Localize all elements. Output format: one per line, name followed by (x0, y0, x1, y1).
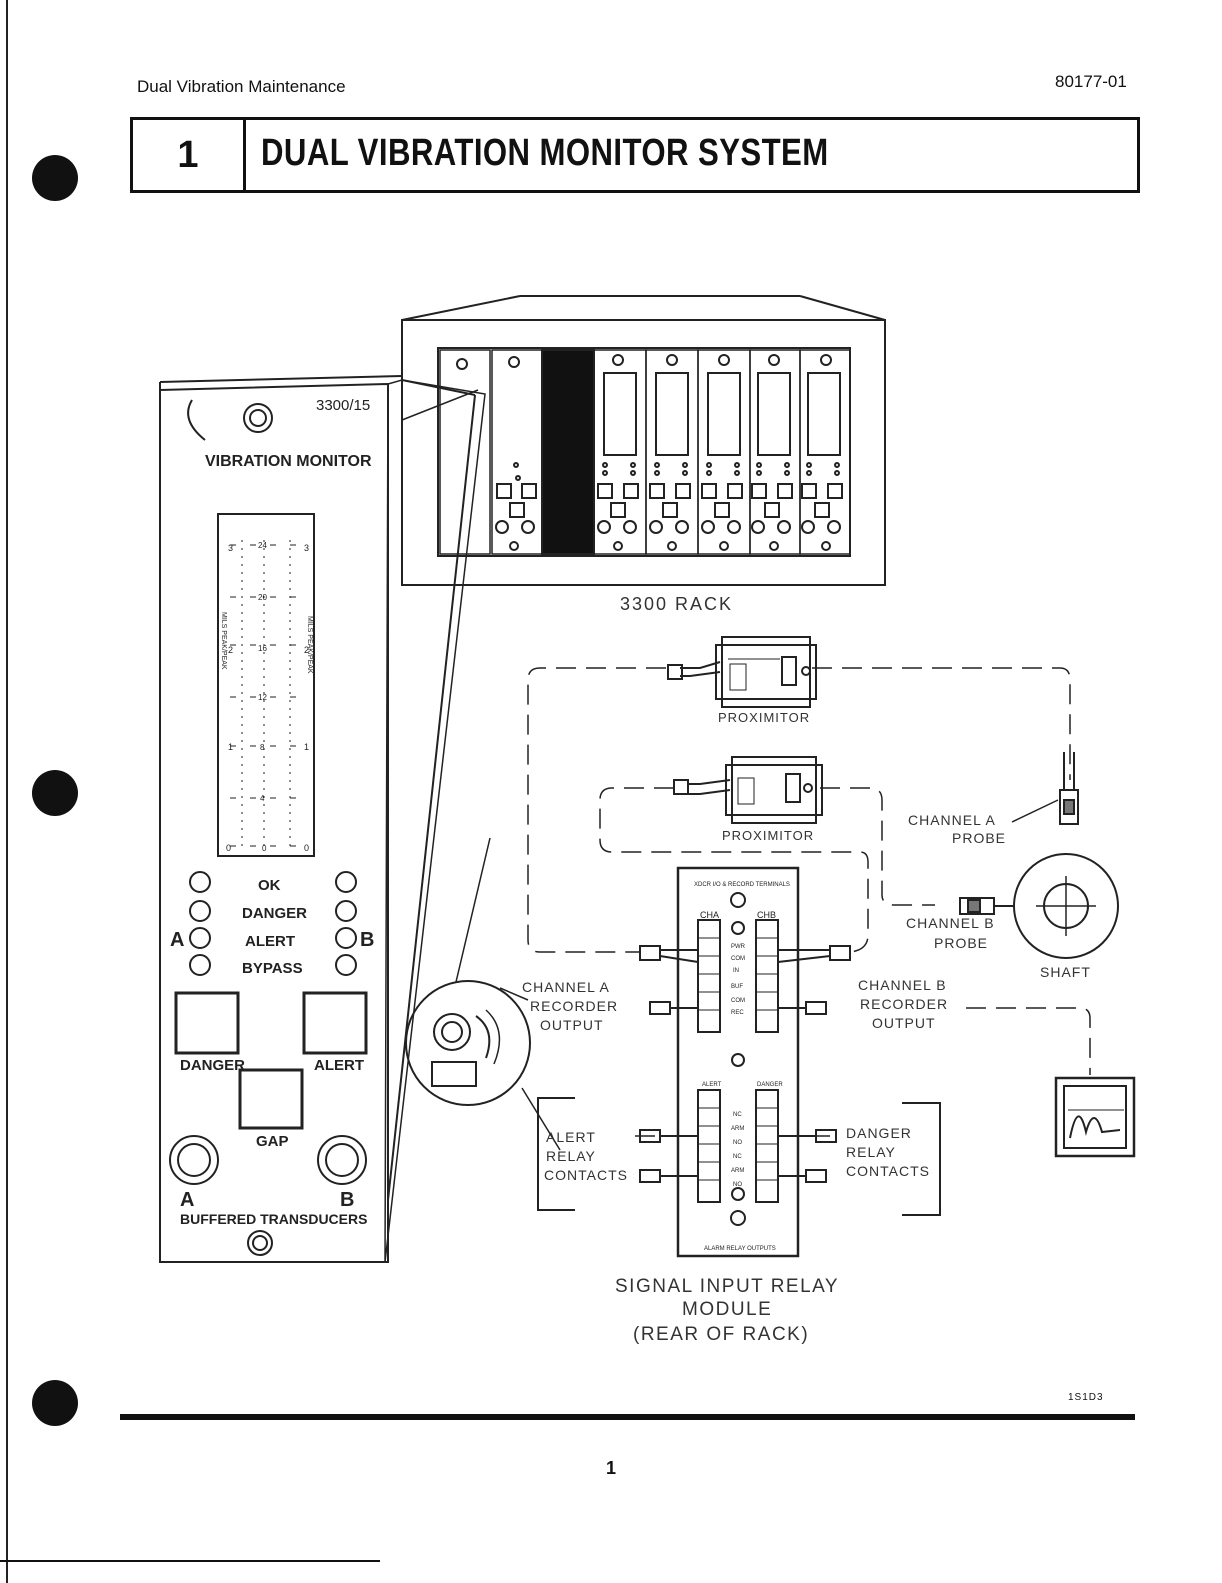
alert-button-label: ALERT (314, 1057, 364, 1074)
status-alert: ALERT (245, 933, 295, 950)
module-danger-label: DANGER (757, 1082, 783, 1088)
scale-side-left: MILS PEAK/PEAK (220, 612, 227, 670)
term-com-1: COM (731, 956, 745, 962)
recorder (1054, 1076, 1136, 1158)
module-caption-1: SIGNAL INPUT RELAY (615, 1276, 839, 1297)
channel-a-recorder-label-1: CHANNEL A (522, 979, 610, 995)
header-left: Dual Vibration Maintenance (137, 77, 346, 96)
module-caption-3: (REAR OF RACK) (633, 1324, 809, 1345)
danger-relay-label-1: DANGER (846, 1125, 912, 1141)
module-chb-label: CHB (757, 910, 776, 920)
module-cha-label: CHA (700, 910, 719, 920)
rack-3300 (401, 295, 886, 586)
scale-right-1: 1 (304, 742, 309, 752)
title-box: 1 DUAL VIBRATION MONITOR SYSTEM (130, 117, 1140, 193)
scale-side-right: MILS PEAK/PEAK (306, 616, 313, 674)
danger-button-label: DANGER (180, 1057, 245, 1074)
scale-mid-16: 16 (258, 644, 267, 653)
channel-a-probe (1011, 752, 1079, 825)
term-in: IN (733, 968, 739, 974)
shaft-label: SHAFT (1040, 964, 1091, 980)
scale-mid-4: 4 (260, 794, 265, 803)
proximitor-2 (673, 756, 823, 824)
proximitor-1-label: PROXIMITOR (718, 710, 810, 725)
scale-left-2: 2 (228, 645, 233, 655)
proximitor-2-label: PROXIMITOR (722, 828, 814, 843)
relay-nc-1: NC (733, 1112, 742, 1118)
alert-relay-label-3: CONTACTS (544, 1167, 628, 1183)
status-bypass: BYPASS (242, 960, 303, 977)
module-caption-2: MODULE (682, 1299, 772, 1320)
signal-input-relay-module (639, 866, 851, 1258)
channel-a-recorder-label-3: OUTPUT (540, 1017, 604, 1033)
scale-left-1: 1 (228, 742, 233, 752)
channel-a-probe-label-1: CHANNEL A (908, 812, 996, 828)
module-bottom-label: ALARM RELAY OUTPUTS (704, 1246, 776, 1252)
section-title: DUAL VIBRATION MONITOR SYSTEM (261, 132, 829, 174)
section-number: 1 (133, 120, 246, 190)
module-alert-label: ALERT (702, 1082, 722, 1088)
figure-code: 1S1D3 (1068, 1392, 1104, 1403)
channel-b-recorder-label-3: OUTPUT (872, 1015, 936, 1031)
channel-b-recorder-label-2: RECORDER (860, 996, 948, 1012)
scale-mid-12: 12 (258, 693, 267, 702)
vibration-monitor-panel (159, 375, 486, 1263)
relay-arm-2: ARM (731, 1168, 744, 1174)
transducer-a-label: A (180, 1189, 194, 1211)
term-com-2: COM (731, 998, 745, 1004)
channel-b-probe-label-1: CHANNEL B (906, 915, 995, 931)
relay-nc-2: NC (733, 1154, 742, 1160)
scale-left-3: 3 (228, 543, 233, 553)
monitor-name: VIBRATION MONITOR (205, 453, 372, 470)
scale-mid-20: 20 (258, 593, 267, 602)
scale-mid-24: 24 (258, 541, 267, 550)
binder-hole-middle (32, 770, 78, 816)
monitor-model: 3300/15 (316, 397, 370, 414)
rack-label: 3300 RACK (620, 594, 733, 614)
term-rec: REC (731, 1010, 744, 1016)
status-ok: OK (258, 877, 281, 894)
header-right: 80177-01 (1055, 72, 1127, 91)
danger-relay-label-2: RELAY (846, 1144, 896, 1160)
channel-b-recorder-label-1: CHANNEL B (858, 977, 947, 993)
magnified-callout (405, 837, 561, 1151)
alert-relay-label-2: RELAY (546, 1148, 596, 1164)
scale-right-0: 0 (304, 843, 309, 853)
relay-no-2: NO (733, 1182, 742, 1188)
scale-mid-0: 0 (262, 844, 267, 853)
status-danger: DANGER (242, 905, 307, 922)
relay-arm-1: ARM (731, 1126, 744, 1132)
shaft (959, 853, 1119, 959)
channel-b-probe-label-2: PROBE (934, 935, 988, 951)
channel-a-label: A (170, 929, 184, 951)
module-top-label: XDCR I/O & RECORD TERMINALS (694, 882, 790, 888)
diagram-labels: 3300/15 VIBRATION MONITOR 3 2 1 0 24 20 … (170, 397, 1091, 1345)
term-buf: BUF (731, 984, 743, 990)
scale-mid-8: 8 (260, 743, 265, 752)
danger-bracket (902, 1102, 941, 1216)
alert-relay-label-1: ALERT (546, 1129, 596, 1145)
danger-relay-label-3: CONTACTS (846, 1163, 930, 1179)
term-pwr: PWR (731, 944, 746, 950)
page-left-edge (6, 0, 8, 1583)
binder-hole-bottom (32, 1380, 78, 1426)
page-number: 1 (605, 1458, 616, 1478)
alert-bracket (537, 1097, 575, 1211)
scale-left-0: 0 (226, 843, 231, 853)
gap-button-label: GAP (256, 1133, 289, 1150)
scale-right-2: 2 (304, 645, 309, 655)
transducer-b-label: B (340, 1189, 354, 1211)
channel-b-label: B (360, 929, 374, 951)
cables (527, 667, 1091, 1137)
relay-no-1: NO (733, 1140, 742, 1146)
scale-right-3: 3 (304, 543, 309, 553)
footer-rule (120, 1414, 1135, 1420)
channel-a-recorder-label-2: RECORDER (530, 998, 618, 1014)
channel-a-probe-label-2: PROBE (952, 830, 1006, 846)
bottom-edge-line (0, 1560, 380, 1562)
binder-hole-top (32, 155, 78, 201)
proximitor-1 (667, 636, 817, 708)
buffered-transducers-label: BUFFERED TRANSDUCERS (180, 1211, 367, 1227)
